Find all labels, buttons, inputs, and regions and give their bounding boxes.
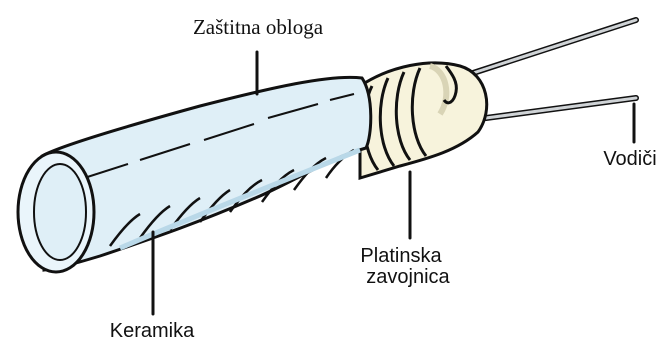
- label-platinum-coil-line1: Platinska: [360, 245, 442, 267]
- label-ceramic: Keramika: [110, 320, 195, 342]
- label-platinum-coil-line2: zavojnica: [366, 266, 450, 288]
- protective-sheath: [18, 77, 371, 272]
- lead-wires: [470, 20, 636, 118]
- label-protective-cover: Zaštitna obloga: [193, 15, 324, 39]
- label-wires: Vodiči: [603, 148, 656, 170]
